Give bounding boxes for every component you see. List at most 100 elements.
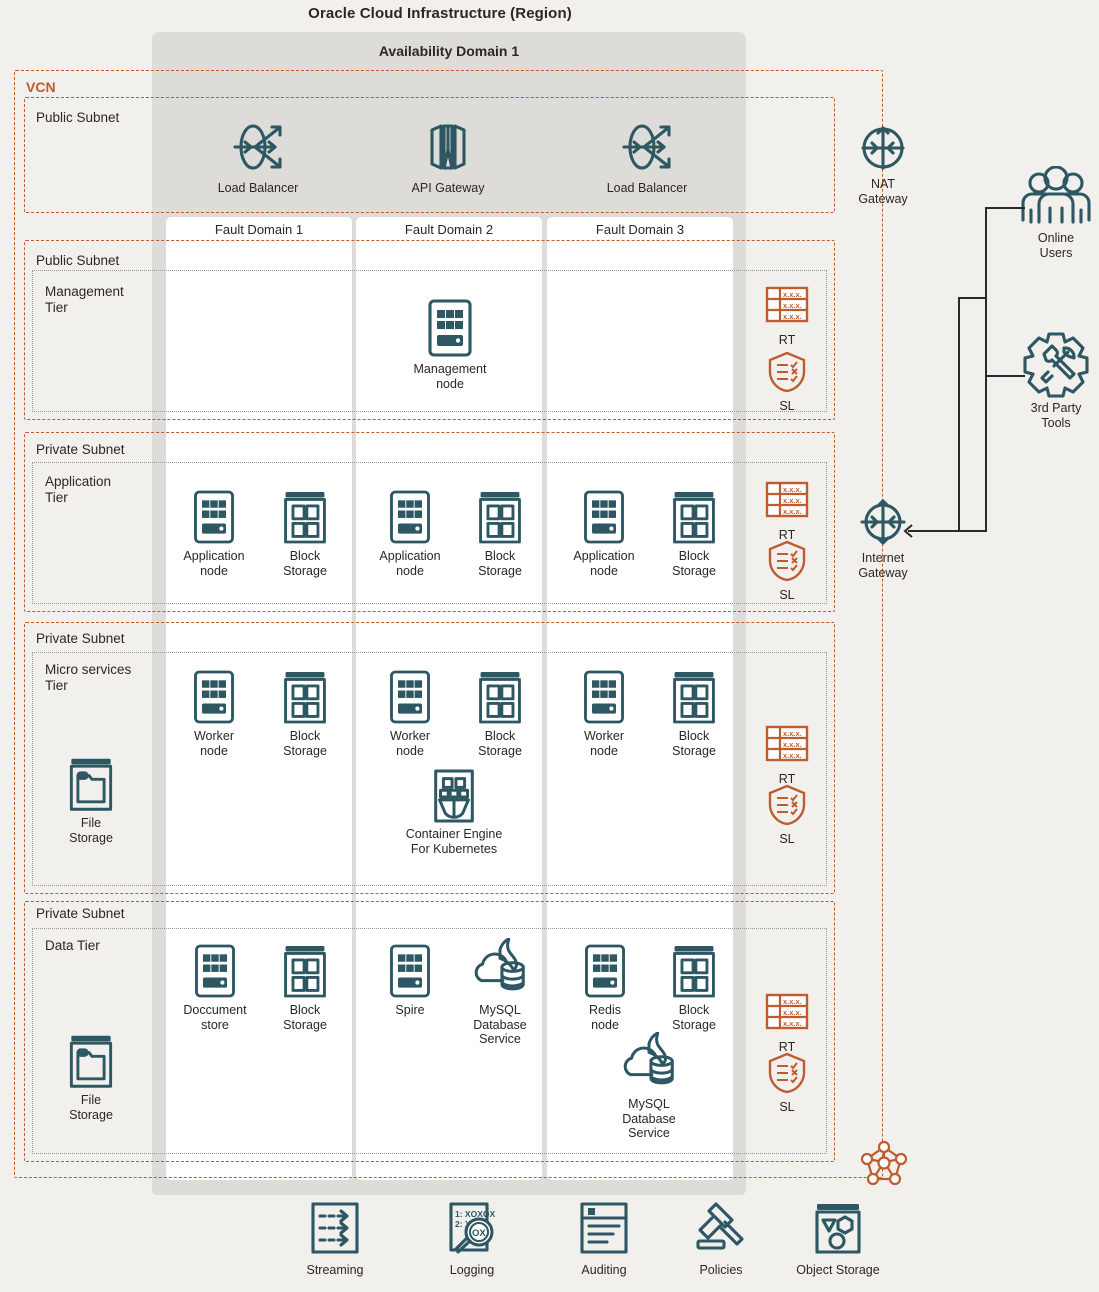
redis-node[interactable]: Redis node [564, 942, 646, 1032]
worker-node-2[interactable]: Worker node [368, 668, 452, 758]
application-node-3-label: Application node [573, 549, 635, 578]
management-tier-boundary [32, 270, 827, 412]
mysql-database-icon [474, 938, 525, 991]
connector-to-internet-gateway [908, 530, 986, 532]
block-storage-micro-2-label: Block Storage [478, 729, 522, 758]
security-list-management[interactable]: SL [759, 349, 815, 414]
connector-to-third-party [985, 375, 1025, 377]
api-gateway[interactable]: API Gateway [389, 116, 507, 196]
worker-node-1[interactable]: Worker node [172, 668, 256, 758]
online-users[interactable]: Online Users [1000, 166, 1099, 260]
block-storage-micro-2[interactable]: Block Storage [457, 668, 543, 758]
policies-label: Policies [699, 1263, 743, 1277]
block-storage-micro-3[interactable]: Block Storage [651, 668, 737, 758]
spire-node[interactable]: Spire [368, 942, 452, 1018]
mysql-database-service-2-label: MySQL Database Service [622, 1097, 676, 1140]
security-list-icon [768, 784, 806, 826]
block-storage-micro-1-label: Block Storage [283, 729, 327, 758]
third-party-tools-label: 3rd Party Tools [1030, 401, 1082, 430]
micro-services-tier-label: Micro services Tier [45, 662, 132, 693]
nat-gateway[interactable]: NAT Gateway [843, 122, 923, 206]
block-storage-icon [479, 672, 521, 724]
svg-text:1: XOXOX: 1: XOXOX [455, 1209, 495, 1219]
route-table-micro-services[interactable]: x.x.x. x.x.x. x.x.x. RT [759, 722, 815, 787]
users-icon [1021, 166, 1091, 224]
route-table-icon: x.x.x. x.x.x. x.x.x. [765, 481, 809, 518]
logging-service[interactable]: 1: XOXOX 2: X0 OX Logging [412, 1200, 532, 1277]
load-balancer-2[interactable]: Load Balancer [588, 116, 706, 196]
block-storage-data-2-label: Block Storage [672, 1003, 716, 1032]
route-table-data[interactable]: x.x.x. x.x.x. x.x.x. RT [759, 990, 815, 1055]
application-node-2[interactable]: Application node [366, 488, 454, 578]
file-storage-data[interactable]: File Storage [48, 1032, 134, 1122]
service-mesh-icon[interactable] [858, 1138, 910, 1188]
data-tier-boundary [32, 928, 827, 1154]
svg-text:x.x.x.: x.x.x. [783, 751, 802, 760]
streaming-label: Streaming [306, 1263, 364, 1277]
policies-icon [696, 1202, 744, 1250]
policies-service[interactable]: Policies [661, 1200, 781, 1277]
rt-label-micro-services: RT [778, 772, 796, 786]
container-engine-kubernetes[interactable]: Container Engine For Kubernetes [390, 768, 518, 856]
block-storage-1-label: Block Storage [283, 549, 327, 578]
block-storage-data-1[interactable]: Block Storage [262, 942, 348, 1032]
route-table-icon: x.x.x. x.x.x. x.x.x. [765, 725, 809, 762]
security-list-micro-services[interactable]: SL [759, 782, 815, 847]
route-table-application[interactable]: x.x.x. x.x.x. x.x.x. RT [759, 478, 815, 543]
online-users-label: Online Users [1037, 231, 1075, 260]
subnet-private-3-label: Private Subnet [36, 906, 125, 921]
vcn-boundary [14, 70, 883, 1178]
container-engine-icon [434, 769, 474, 823]
sl-label-micro-services: SL [779, 832, 795, 846]
object-storage-service[interactable]: Object Storage [778, 1200, 898, 1277]
svg-text:2: X0: 2: X0 [455, 1219, 476, 1229]
block-storage-2[interactable]: Block Storage [457, 488, 543, 578]
block-storage-2-label: Block Storage [478, 549, 522, 578]
load-balancer-1[interactable]: Load Balancer [199, 116, 317, 196]
subnet-private-3-boundary [24, 901, 835, 1162]
container-engine-kubernetes-label: Container Engine For Kubernetes [405, 827, 503, 856]
application-node-3[interactable]: Application node [560, 488, 648, 578]
connector-branch-top [958, 297, 986, 299]
svg-text:x.x.x.: x.x.x. [783, 301, 802, 310]
application-node-1-label: Application node [183, 549, 245, 578]
nat-gateway-label: NAT Gateway [858, 177, 908, 206]
file-storage-micro-label: File Storage [69, 816, 113, 845]
mysql-database-service-1[interactable]: MySQL Database Service [455, 938, 545, 1047]
subnet-private-2-label: Private Subnet [36, 631, 125, 646]
application-tier-label: Application Tier [45, 474, 112, 505]
mysql-database-service-2[interactable]: MySQL Database Service [604, 1032, 694, 1141]
application-tier-boundary [32, 462, 827, 604]
services-row: Streaming 1: XOXOX 2: X0 OX Logging [0, 1196, 1099, 1292]
block-storage-1[interactable]: Block Storage [262, 488, 348, 578]
file-storage-icon [69, 758, 113, 811]
security-list-data[interactable]: SL [759, 1050, 815, 1115]
compute-node-icon [194, 670, 234, 724]
internet-gateway[interactable]: Internet Gateway [843, 496, 923, 580]
spire-node-label: Spire [395, 1003, 425, 1017]
third-party-tools[interactable]: 3rd Party Tools [1000, 330, 1099, 430]
block-storage-data-2[interactable]: Block Storage [651, 942, 737, 1032]
svg-text:x.x.x.: x.x.x. [783, 740, 802, 749]
data-tier-label: Data Tier [45, 938, 100, 953]
worker-node-2-label: Worker node [389, 729, 431, 758]
auditing-service[interactable]: Auditing [544, 1200, 664, 1277]
connector-vertical-branch [958, 297, 960, 532]
object-storage-label: Object Storage [796, 1263, 880, 1277]
fault-domain-2-label: Fault Domain 2 [404, 222, 494, 237]
block-storage-3[interactable]: Block Storage [651, 488, 737, 578]
compute-node-icon [390, 490, 430, 544]
route-table-management[interactable]: x.x.x. x.x.x. x.x.x. RT [759, 283, 815, 348]
management-node[interactable]: Management node [404, 297, 496, 391]
file-storage-micro[interactable]: File Storage [48, 755, 134, 845]
block-storage-micro-1[interactable]: Block Storage [262, 668, 348, 758]
security-list-application[interactable]: SL [759, 538, 815, 603]
streaming-service[interactable]: Streaming [275, 1200, 395, 1277]
gear-tools-icon [1023, 332, 1089, 398]
security-list-icon [768, 351, 806, 393]
document-store-node[interactable]: Doccument store [170, 942, 260, 1032]
svg-text:x.x.x.: x.x.x. [783, 312, 802, 321]
load-balancer-1-label: Load Balancer [217, 181, 299, 195]
worker-node-3[interactable]: Worker node [562, 668, 646, 758]
application-node-1[interactable]: Application node [170, 488, 258, 578]
